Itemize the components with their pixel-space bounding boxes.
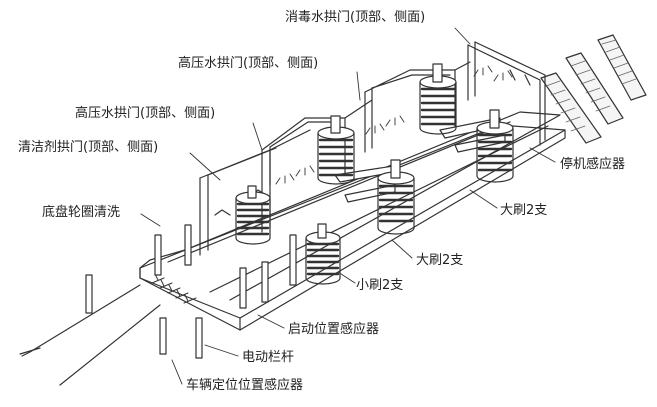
brush-arms: [334, 117, 506, 203]
small-brush-right: [305, 223, 341, 285]
label-disinfect-arch: 消毒水拱门(顶部、侧面): [285, 10, 426, 25]
big-brush-front-right: [377, 159, 415, 235]
big-brush-front-left: [317, 115, 355, 185]
label-vehicle-sensor: 车辆定位位置感应器: [186, 378, 304, 393]
disinfect-arch: [467, 41, 546, 146]
label-hp-arch-2: 高压水拱门(顶部、侧面): [178, 56, 319, 71]
label-chassis-wash: 底盘轮圈清洗: [42, 205, 121, 220]
big-brush-back-right: [476, 109, 514, 183]
small-brush-left: [235, 185, 271, 245]
label-stop-sensor: 停机感应器: [560, 157, 626, 172]
label-start-sensor: 启动位置感应器: [288, 322, 380, 337]
label-cleaner-arch: 清洁剂拱门(顶部、侧面): [18, 140, 159, 155]
label-big-brush-a: 大刷2支: [500, 203, 548, 218]
spray-nozzles: [275, 65, 513, 185]
label-barrier: 电动栏杆: [242, 350, 295, 365]
label-big-brush-b: 大刷2支: [416, 253, 464, 268]
front-posts: [85, 224, 297, 359]
tyre-tracks: [540, 34, 647, 144]
chassis-nozzles: [151, 273, 197, 304]
leader-lines: [140, 27, 556, 385]
big-brush-back-left: [419, 63, 457, 135]
label-small-brush: 小刷2支: [356, 278, 404, 293]
base-platform: [139, 111, 566, 331]
label-hp-arch-1: 高压水拱门(顶部、侧面): [75, 106, 216, 121]
approach-lines: [19, 284, 161, 386]
